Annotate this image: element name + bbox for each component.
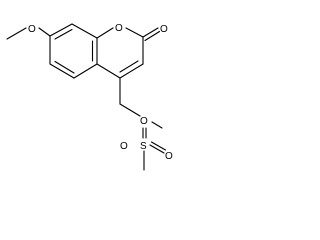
molecule-drawing: O O O O S O O bbox=[6, 23, 173, 171]
bond-c2-o-a bbox=[142, 27, 159, 38]
atom-ester-oxygen: O bbox=[140, 116, 148, 127]
atom-ring-oxygen: O bbox=[115, 23, 123, 34]
atom-sulfur: S bbox=[140, 141, 147, 152]
bond-c5-c6-inner bbox=[54, 60, 75, 74]
atom-sulfonyl-oxygen-top: O bbox=[120, 141, 128, 152]
bond-s-o-right-b bbox=[150, 141, 167, 151]
bond-c3-c4 bbox=[119, 63, 144, 79]
bond-c8a-o1 bbox=[96, 27, 114, 39]
structure-diagram: O O O O S O O bbox=[0, 0, 210, 177]
bond-c3-c4-inner bbox=[119, 60, 139, 73]
bond-ch2-o bbox=[119, 103, 141, 117]
bond-o1-c2 bbox=[125, 27, 144, 38]
bond-c4a-c5 bbox=[73, 63, 98, 79]
bond-c8-c8a bbox=[71, 23, 98, 39]
bond-c7-c8 bbox=[49, 23, 73, 37]
bond-c7-c8-inner bbox=[54, 28, 73, 40]
bond-methyl-o bbox=[6, 27, 27, 40]
atom-methoxy-oxygen: O bbox=[28, 24, 36, 35]
bond-o-s bbox=[151, 121, 163, 129]
bond-c2-o-b bbox=[144, 30, 161, 42]
bond-o-ring bbox=[38, 27, 51, 37]
bond-c5-c6 bbox=[49, 63, 75, 79]
bond-s-o-right-a bbox=[149, 144, 165, 154]
atom-sulfonyl-oxygen-right: O bbox=[165, 151, 173, 162]
atom-carbonyl-oxygen: O bbox=[160, 24, 168, 35]
bond-c4-c4a bbox=[96, 63, 121, 79]
